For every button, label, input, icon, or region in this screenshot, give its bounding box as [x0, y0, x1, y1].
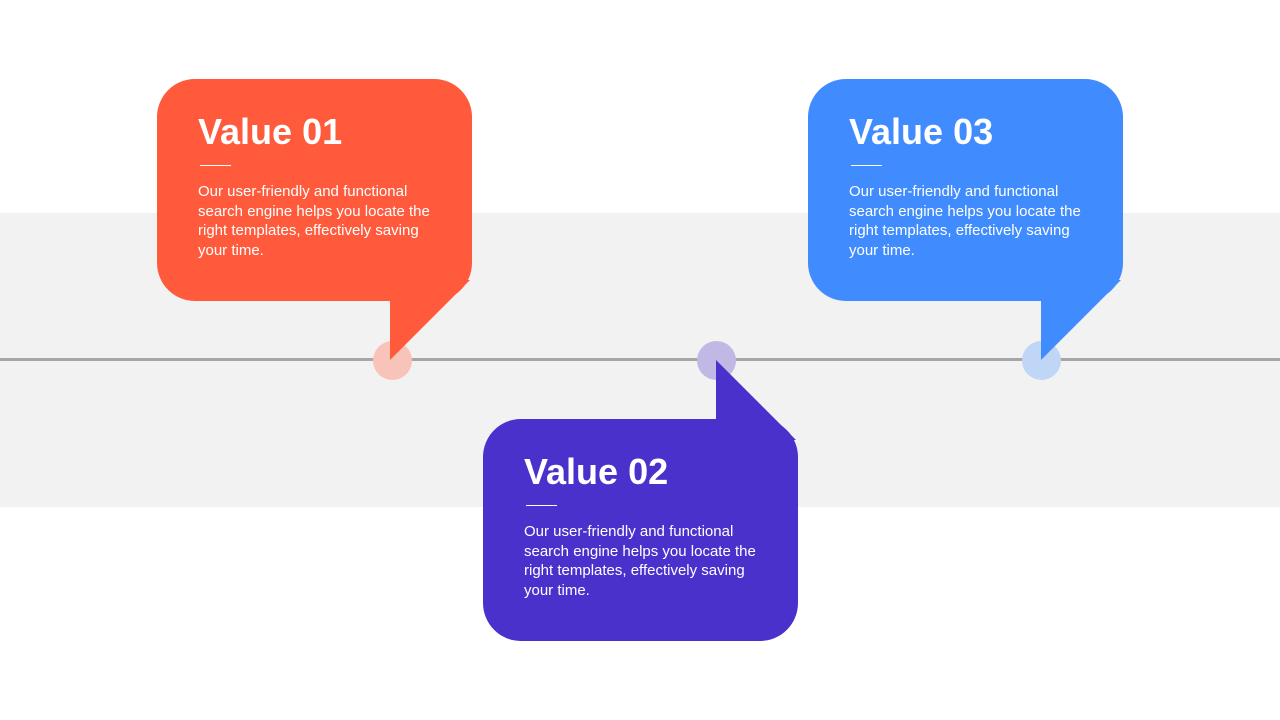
card-description: Our user-friendly and functional search …: [198, 183, 430, 259]
card-title: Value 03: [849, 111, 994, 152]
card-description: Our user-friendly and functional search …: [524, 523, 756, 599]
card-title: Value 01: [198, 111, 343, 152]
value-card-02: Value 02 Our user-friendly and functiona…: [483, 419, 798, 641]
card-title: Value 02: [524, 451, 669, 492]
card-description: Our user-friendly and functional search …: [849, 183, 1081, 259]
card-divider: [851, 165, 882, 166]
value-card-03: Value 03 Our user-friendly and functiona…: [808, 79, 1123, 301]
timeline-line: [0, 358, 1280, 361]
card-divider: [526, 505, 557, 506]
value-card-01: Value 01 Our user-friendly and functiona…: [157, 79, 472, 301]
card-divider: [200, 165, 231, 166]
